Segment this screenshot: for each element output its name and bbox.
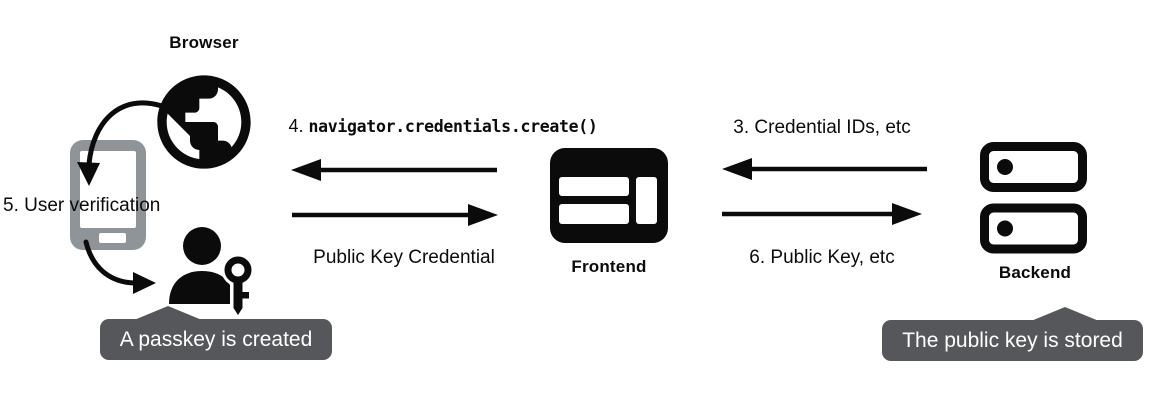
globe-icon [157,75,251,169]
backend-label: Backend [998,263,1072,282]
public-key-credential-label: Public Key Credential [313,247,495,268]
public-key-stored-callout: The public key is stored [882,307,1143,361]
browser-window-icon [550,148,668,243]
public-key-stored-text: The public key is stored [902,328,1123,352]
person-key-icon [169,227,255,315]
arrow-frontend-to-browser [291,159,497,181]
public-key-label: 6. Public Key, etc [749,247,895,268]
create-call-label: 4. navigator.credentials.create() [288,116,597,137]
user-verification-label: 5. User verification [3,195,161,216]
arrow-browser-to-frontend [292,204,498,226]
callout-caret-up-icon [1031,307,1099,321]
passkey-created-text: A passkey is created [119,327,313,351]
create-call-code: navigator.credentials.create() [308,117,598,136]
arrow-frontend-to-backend [722,203,922,225]
browser-label: Browser [169,33,239,52]
callout-caret-up-icon [134,306,202,320]
frontend-label: Frontend [571,257,647,276]
server-stack-icon [980,142,1087,254]
passkey-created-callout: A passkey is created [100,306,332,360]
create-call-step-number: 4. [288,116,304,136]
arrow-backend-to-frontend [722,158,927,180]
credential-ids-label: 3. Credential IDs, etc [733,117,911,138]
